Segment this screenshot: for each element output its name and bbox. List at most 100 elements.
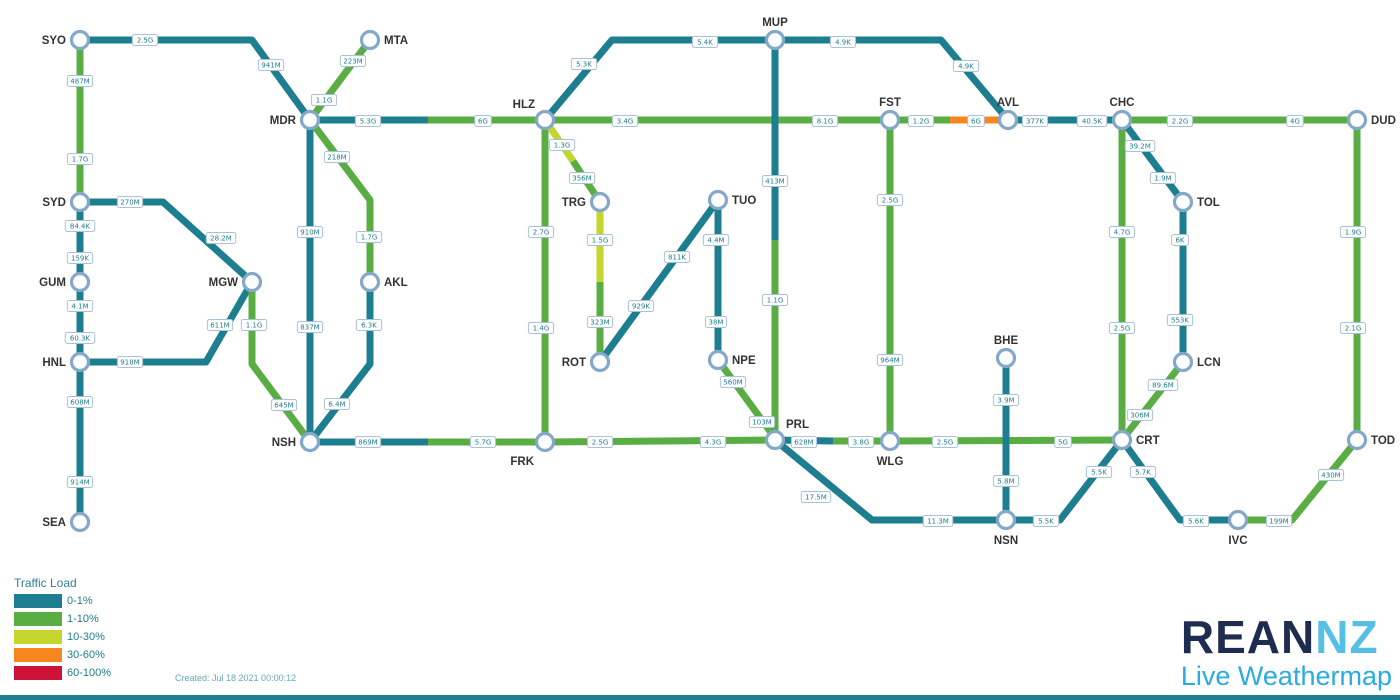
link-label-CHC-CRT[interactable]: 4.7G bbox=[1108, 226, 1136, 238]
node-FRK[interactable] bbox=[534, 431, 556, 453]
link-label-MUP-PRL-a[interactable]: 413M bbox=[761, 175, 789, 187]
link-label-AVL-CHC[interactable]: 377K bbox=[1021, 115, 1049, 127]
node-SEA[interactable] bbox=[69, 511, 91, 533]
link-label-CHC-DUD[interactable]: 4G bbox=[1286, 115, 1304, 127]
link-label-TOL-LCN[interactable]: 6K bbox=[1171, 234, 1189, 246]
node-ROT[interactable] bbox=[589, 351, 611, 373]
link-label-MDR-HLZ-a[interactable]: 5.3G bbox=[354, 115, 382, 127]
link-label-MTA-MDR[interactable]: 1.1G bbox=[310, 94, 338, 106]
link-FRK-PRL[interactable] bbox=[544, 436, 776, 446]
node-AVL[interactable] bbox=[997, 109, 1019, 131]
link-label-MGW-NSH[interactable]: 1.1G bbox=[240, 319, 268, 331]
node-BHE[interactable] bbox=[995, 347, 1017, 369]
link-label-MTA-MDR[interactable]: 223M bbox=[339, 55, 367, 67]
link-label-DUD-TOD[interactable]: 2.1G bbox=[1339, 322, 1367, 334]
node-HLZ[interactable] bbox=[534, 109, 556, 131]
link-label-TOD-IVC[interactable]: 430M bbox=[1317, 469, 1345, 481]
link-label-TRG-ROT-b[interactable]: 323M bbox=[586, 316, 614, 328]
link-PRL-NSN[interactable] bbox=[772, 437, 1006, 524]
link-label-GUM-HNL[interactable]: 60.3K bbox=[64, 332, 96, 344]
link-label-WLG-CRT[interactable]: 2.5G bbox=[931, 436, 959, 448]
link-label-HLZ-MUP[interactable]: 5.4K bbox=[691, 36, 719, 48]
link-CRT-NSN[interactable] bbox=[1006, 437, 1125, 524]
link-label-HNL-MGW[interactable]: 918M bbox=[116, 356, 144, 368]
link-label-SYO-MDR[interactable]: 2.5G bbox=[131, 34, 159, 46]
link-label-HLZ-FST[interactable]: 3.4G bbox=[611, 115, 639, 127]
link-label-HLZ-MUP[interactable]: 5.3K bbox=[570, 58, 598, 70]
link-label-NSH-FRK-b[interactable]: 5.7G bbox=[469, 436, 497, 448]
link-label-SYO-MDR[interactable]: 941M bbox=[257, 59, 285, 71]
node-MTA[interactable] bbox=[359, 29, 381, 51]
link-label-NSH-FRK-a[interactable]: 869M bbox=[354, 436, 382, 448]
link-label-DUD-TOD[interactable]: 1.9G bbox=[1339, 226, 1367, 238]
node-LCN[interactable] bbox=[1172, 351, 1194, 373]
link-HLZ-MUP[interactable] bbox=[542, 36, 775, 123]
link-label-CHC-DUD[interactable]: 2.2G bbox=[1166, 115, 1194, 127]
reannz-logo[interactable]: REANNZ Live Weathermap bbox=[1181, 614, 1392, 690]
link-label-HNL-SEA[interactable]: 914M bbox=[66, 476, 94, 488]
link-AKL-NSH[interactable] bbox=[307, 282, 374, 445]
link-MGW-NSH[interactable] bbox=[248, 282, 313, 445]
link-ROT-TUO[interactable] bbox=[597, 197, 721, 365]
link-CRT-IVC[interactable] bbox=[1119, 437, 1238, 524]
node-HNL[interactable] bbox=[69, 351, 91, 373]
link-label-CRT-NSN[interactable]: 5.5K bbox=[1032, 515, 1060, 527]
link-label-MDR-HLZ-b[interactable]: 6G bbox=[474, 115, 492, 127]
node-MDR[interactable] bbox=[299, 109, 321, 131]
node-TOL[interactable] bbox=[1172, 191, 1194, 213]
link-label-MUP-AVL[interactable]: 4.9K bbox=[829, 36, 857, 48]
link-label-TRG-ROT-a[interactable]: 1.5G bbox=[586, 234, 614, 246]
node-CRT[interactable] bbox=[1111, 429, 1133, 451]
link-label-CHC-TOL[interactable]: 1.9M bbox=[1149, 172, 1177, 184]
link-label-BHE-NSN[interactable]: 5.8M bbox=[992, 475, 1020, 487]
link-label-PRL-WLG-a[interactable]: 628M bbox=[790, 436, 818, 448]
link-label-ROT-TUO[interactable]: 811K bbox=[663, 251, 691, 263]
link-label-AKL-NSH[interactable]: 6.4M bbox=[323, 398, 351, 410]
link-label-TOL-LCN[interactable]: 553K bbox=[1166, 314, 1194, 326]
node-MUP[interactable] bbox=[764, 29, 786, 51]
link-label-MDR-AKL[interactable]: 218M bbox=[323, 151, 351, 163]
link-label-NPE-PRL[interactable]: 103M bbox=[748, 416, 776, 428]
link-label-HLZ-FST[interactable]: 8.1G bbox=[811, 115, 839, 127]
node-NPE[interactable] bbox=[707, 349, 729, 371]
link-label-MUP-PRL-b[interactable]: 1.1G bbox=[761, 294, 789, 306]
link-label-MDR-AKL[interactable]: 1.7G bbox=[355, 231, 383, 243]
link-label-SYO-SYD[interactable]: 487M bbox=[66, 75, 94, 87]
node-MGW[interactable] bbox=[241, 271, 263, 293]
link-label-MGW-NSH[interactable]: 645M bbox=[270, 399, 298, 411]
link-label-HLZ-TRG-a[interactable]: 1.3G bbox=[548, 139, 576, 151]
link-label-FST-AVL-a[interactable]: 1.2G bbox=[907, 115, 935, 127]
link-label-CRT-NSN[interactable]: 5.5K bbox=[1085, 466, 1113, 478]
link-label-ROT-TUO[interactable]: 929K bbox=[627, 300, 655, 312]
link-label-AKL-NSH[interactable]: 6.3K bbox=[355, 319, 383, 331]
node-PRL[interactable] bbox=[764, 429, 786, 451]
link-SYO-MDR[interactable] bbox=[80, 36, 313, 123]
node-CHC[interactable] bbox=[1111, 109, 1133, 131]
link-CHC-TOL[interactable] bbox=[1119, 117, 1186, 205]
link-label-TOD-IVC[interactable]: 199M bbox=[1265, 515, 1293, 527]
link-label-FRK-PRL[interactable]: 4.3G bbox=[699, 436, 727, 448]
node-SYO[interactable] bbox=[69, 29, 91, 51]
node-FST[interactable] bbox=[879, 109, 901, 131]
node-NSH[interactable] bbox=[299, 431, 321, 453]
link-label-MDR-NSH[interactable]: 910M bbox=[296, 226, 324, 238]
link-label-FRK-PRL[interactable]: 2.5G bbox=[586, 436, 614, 448]
link-label-FST-WLG[interactable]: 964M bbox=[876, 354, 904, 366]
node-TOD[interactable] bbox=[1346, 429, 1368, 451]
node-SYD[interactable] bbox=[69, 191, 91, 213]
link-label-MDR-NSH[interactable]: 837M bbox=[296, 321, 324, 333]
link-label-TUO-NPE[interactable]: 4.4M bbox=[702, 234, 730, 246]
node-NSN[interactable] bbox=[995, 509, 1017, 531]
link-label-GUM-HNL[interactable]: 4.1M bbox=[66, 300, 94, 312]
link-MTA-MDR[interactable] bbox=[307, 37, 373, 123]
link-label-PRL-NSN[interactable]: 17.5M bbox=[800, 491, 832, 503]
link-label-SYD-MGW[interactable]: 28.2M bbox=[205, 232, 237, 244]
link-label-LCN-CRT[interactable]: 306M bbox=[1126, 409, 1154, 421]
node-WLG[interactable] bbox=[879, 430, 901, 452]
link-label-SYD-GUM[interactable]: 159K bbox=[66, 252, 94, 264]
link-MDR-AKL[interactable] bbox=[307, 117, 374, 282]
link-label-HLZ-FRK[interactable]: 2.7G bbox=[527, 226, 555, 238]
link-label-FST-AVL-b[interactable]: 6G bbox=[967, 115, 985, 127]
link-label-AVL-CHC[interactable]: 40.5K bbox=[1076, 115, 1108, 127]
node-TUO[interactable] bbox=[707, 189, 729, 211]
